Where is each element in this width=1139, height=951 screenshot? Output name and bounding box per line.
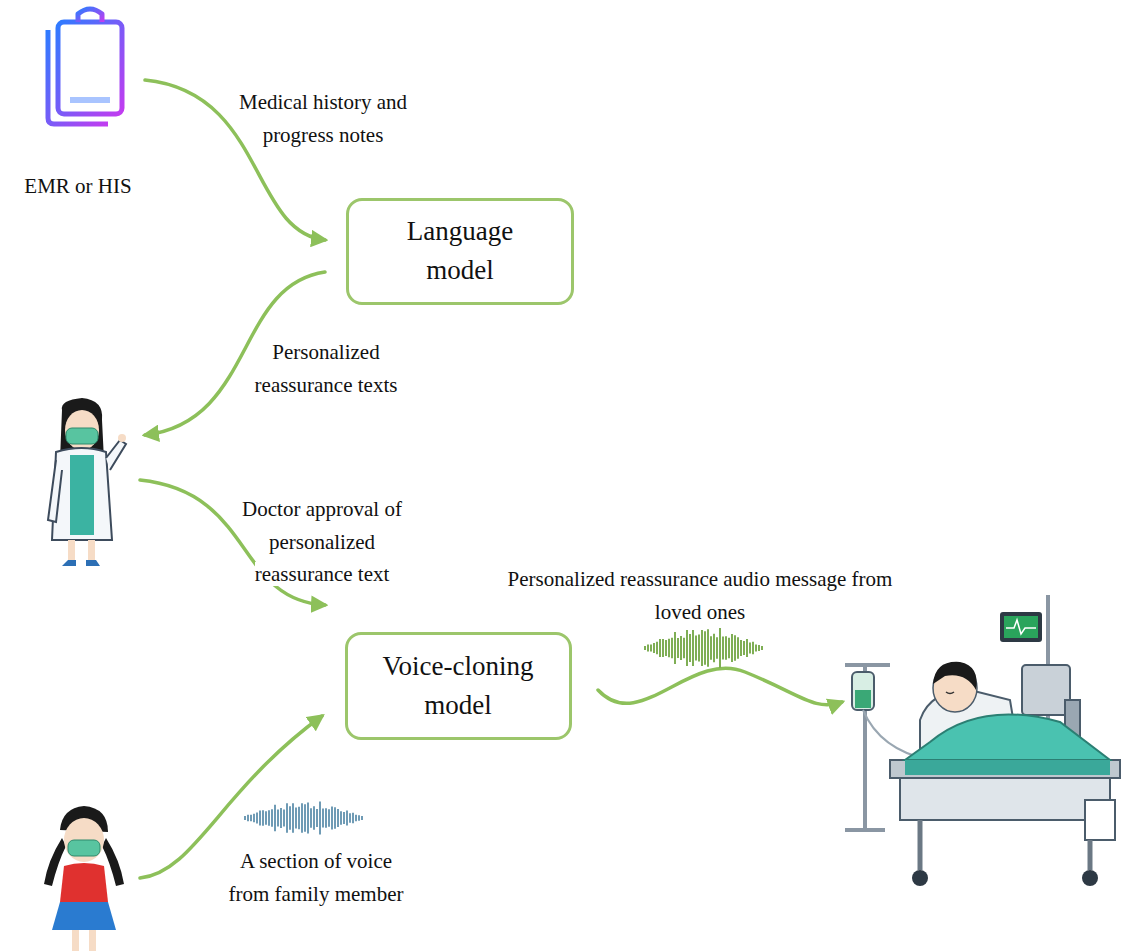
model-label: Voice-cloning model — [363, 647, 553, 725]
arrow-label: Doctor approval of personalized reassura… — [222, 493, 422, 591]
arrow-label: Medical history and progress notes — [223, 86, 423, 151]
emr-icon — [48, 9, 122, 124]
label-text: A section of voice from family member — [229, 849, 404, 906]
model-label: Language model — [380, 212, 540, 290]
arrow-label: A section of voice from family member — [224, 845, 409, 910]
label-text: EMR or HIS — [24, 174, 131, 198]
patient-bed-figure — [845, 595, 1120, 886]
label-text: Personalized reassurance audio message f… — [508, 567, 893, 624]
label-text: Doctor approval of personalized reassura… — [242, 497, 402, 586]
model-box: Voice-cloning model — [345, 632, 572, 740]
arrow-label: EMR or HIS — [0, 170, 158, 203]
audio-waveform — [645, 628, 762, 668]
doctor-figure — [48, 398, 126, 566]
model-box: Language model — [346, 198, 574, 305]
arrow-label: Personalized reassurance texts — [231, 336, 421, 401]
flow-arrows — [140, 80, 842, 878]
label-text: Personalized reassurance texts — [255, 340, 398, 397]
arrow-label: Personalized reassurance audio message f… — [490, 563, 910, 628]
label-text: Medical history and progress notes — [239, 90, 407, 147]
voice-waveform — [245, 802, 362, 835]
family-member-figure — [44, 806, 124, 951]
